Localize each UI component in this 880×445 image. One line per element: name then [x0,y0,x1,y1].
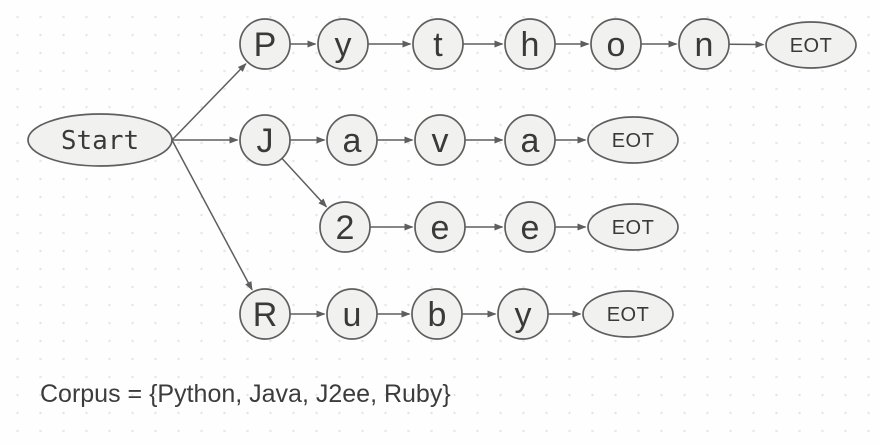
node-label-a2: a [521,122,540,160]
node-shape-t1 [412,18,464,70]
node-eot3: EOT [587,203,679,251]
node-y1: y [317,18,369,70]
node-shape-e2 [504,201,556,253]
node-a2: a [504,114,556,166]
node-shape-two [319,201,371,253]
node-shape-start [27,113,173,167]
node-label-p: P [254,26,277,64]
node-shape-eot1 [765,21,857,69]
node-u1: u [326,288,378,340]
node-label-eot1: EOT [790,35,833,57]
node-label-t1: t [433,26,443,64]
node-label-e1: e [431,209,450,247]
node-shape-r1 [239,288,291,340]
node-o1: o [590,18,642,70]
edges-layer [171,40,765,318]
node-shape-p [239,18,291,70]
node-a1: a [326,114,378,166]
node-shape-u1 [326,288,378,340]
node-t1: t [412,18,464,70]
edge-start-p [171,63,247,141]
node-label-eot4: EOT [607,304,650,326]
node-label-r1: R [253,296,278,334]
node-label-y2: y [515,296,532,334]
node-j: J [239,114,291,166]
node-shape-h1 [504,18,556,70]
node-label-a1: a [343,122,362,160]
node-shape-o1 [590,18,642,70]
node-shape-a1 [326,114,378,166]
edge-j-two [281,157,328,208]
node-label-j: J [257,122,274,160]
node-label-n1: n [695,26,714,64]
node-shape-y2 [497,288,549,340]
node-v1: v [414,114,466,166]
node-r1: R [239,288,291,340]
node-n1: n [678,18,730,70]
node-shape-eot3 [587,203,679,251]
node-eot4: EOT [582,290,674,338]
corpus-caption: Corpus = {Python, Java, J2ee, Ruby} [40,380,451,408]
node-label-o1: o [607,26,626,64]
node-label-start: Start [61,126,139,156]
node-label-e2: e [521,209,540,247]
node-shape-n1 [678,18,730,70]
node-b1: b [411,288,463,340]
node-shape-a2 [504,114,556,166]
node-h1: h [504,18,556,70]
edge-start-r1 [171,139,253,291]
node-label-y1: y [335,26,352,64]
node-p: P [239,18,291,70]
node-shape-b1 [411,288,463,340]
node-eot1: EOT [765,21,857,69]
node-e2: e [504,201,556,253]
node-label-h1: h [521,26,540,64]
node-label-eot2: EOT [612,130,655,152]
node-shape-eot4 [582,290,674,338]
node-label-b1: b [428,296,447,334]
node-y2: y [497,288,549,340]
node-label-eot3: EOT [612,217,655,239]
node-label-two: 2 [336,209,355,247]
node-e1: e [414,201,466,253]
node-shape-j [239,114,291,166]
node-label-v1: v [432,122,449,160]
node-shape-v1 [414,114,466,166]
node-start: Start [27,113,173,167]
node-eot2: EOT [587,116,679,164]
node-label-u1: u [343,296,362,334]
node-shape-eot2 [587,116,679,164]
node-shape-y1 [317,18,369,70]
node-shape-e1 [414,201,466,253]
node-two: 2 [319,201,371,253]
